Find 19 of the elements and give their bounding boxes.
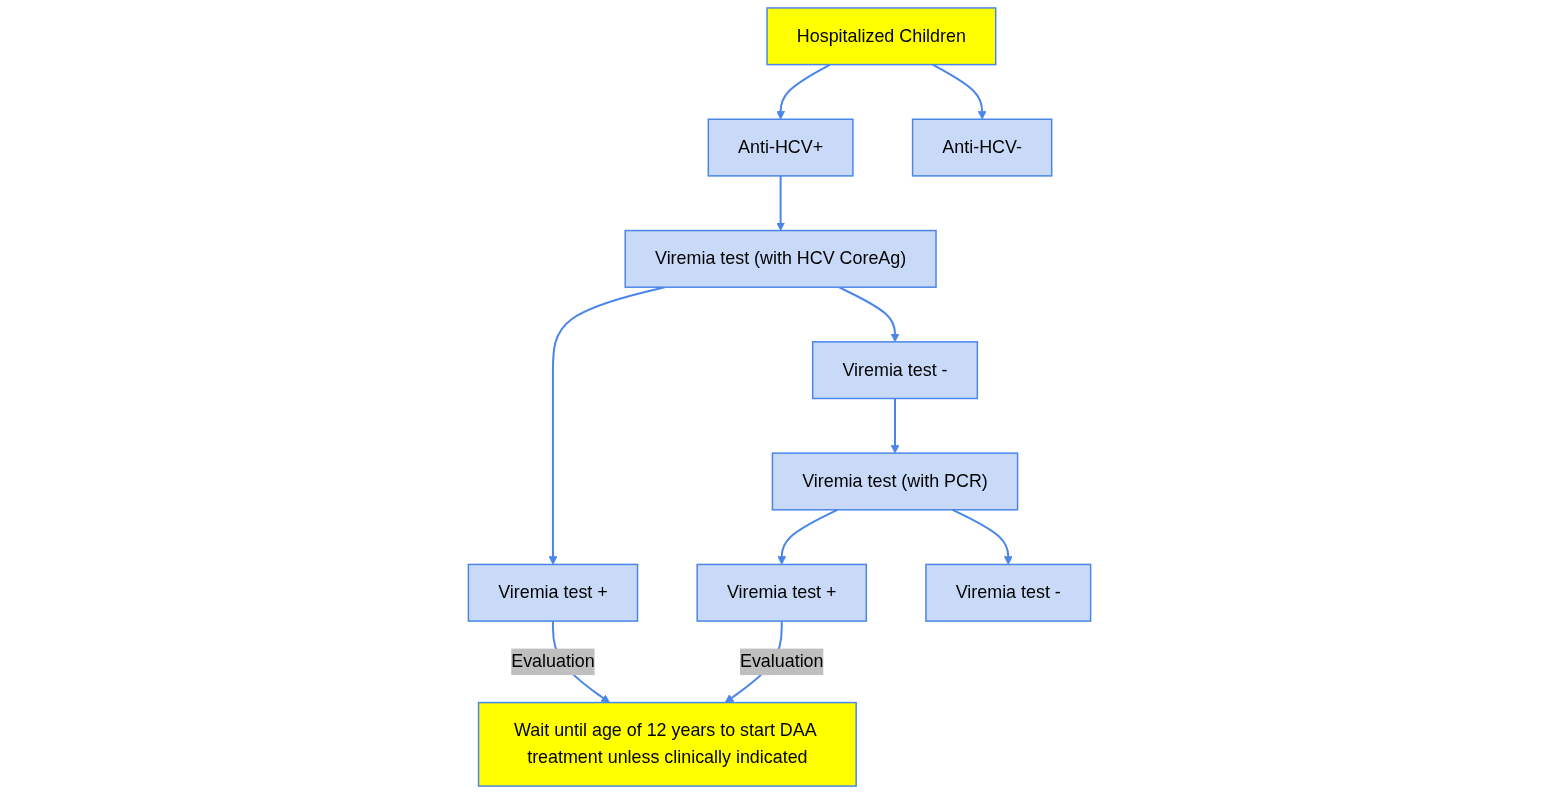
arrow: [777, 508, 839, 565]
node-box: Viremia test (with HCV CoreAg): [624, 229, 937, 288]
node-box: Viremia test +: [696, 563, 868, 622]
edge-label: Evaluation: [739, 651, 824, 672]
node-box: Hospitalized Children: [766, 7, 997, 66]
arrow: [890, 397, 900, 454]
arrow: [837, 286, 900, 343]
arrow: [951, 508, 1013, 565]
node-box: Anti-HCV-: [911, 118, 1053, 177]
node-box: Wait until age of 12 years to start DAA treatment unless clinically indicated: [477, 701, 857, 787]
node-box: Viremia test (with PCR): [771, 452, 1019, 511]
node-box: Viremia test +: [467, 563, 639, 622]
arrow: [776, 63, 832, 120]
arrow: [776, 174, 785, 231]
node-box: Viremia test -: [811, 341, 979, 400]
node-box: Anti-HCV+: [707, 118, 854, 177]
node-box: Viremia test -: [925, 563, 1092, 622]
arrow: [931, 63, 987, 120]
edge-label: Evaluation: [511, 651, 595, 672]
